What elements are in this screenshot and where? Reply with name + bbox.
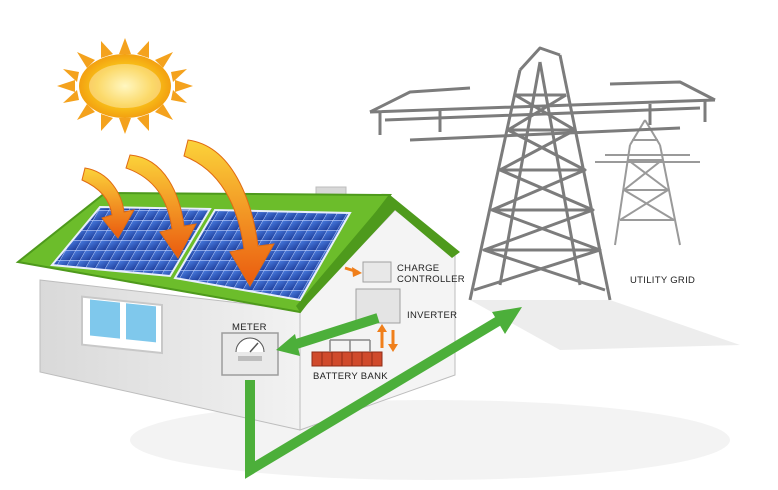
meter-icon	[221, 332, 279, 376]
label-charge-controller-2: CONTROLLER	[397, 274, 465, 285]
label-charge-controller-1: CHARGE	[397, 263, 439, 274]
window-icon	[81, 295, 163, 355]
transmission-tower-icon	[369, 46, 716, 301]
inverter-arrows-icon	[377, 324, 398, 352]
sun-icon	[57, 38, 193, 134]
label-battery-bank: BATTERY BANK	[313, 371, 388, 382]
arrow-head	[352, 267, 362, 277]
arrow-up-right-icon	[492, 307, 522, 334]
inverter-box	[355, 288, 401, 324]
arrow-down-icon	[125, 154, 197, 259]
arrow-down-icon	[183, 139, 275, 287]
power-flow-arrows	[245, 307, 522, 479]
transmission-tower-icon	[595, 119, 700, 246]
label-meter: METER	[232, 322, 267, 333]
sunlight-arrows	[81, 139, 275, 287]
tower-shadow	[470, 300, 740, 350]
charge-controller-box	[362, 261, 392, 283]
arrow-down-icon	[81, 167, 135, 239]
battery-icon	[311, 339, 383, 367]
roof-edge	[296, 195, 460, 312]
label-utility-grid: UTILITY GRID	[630, 275, 695, 286]
label-inverter: INVERTER	[407, 310, 457, 321]
